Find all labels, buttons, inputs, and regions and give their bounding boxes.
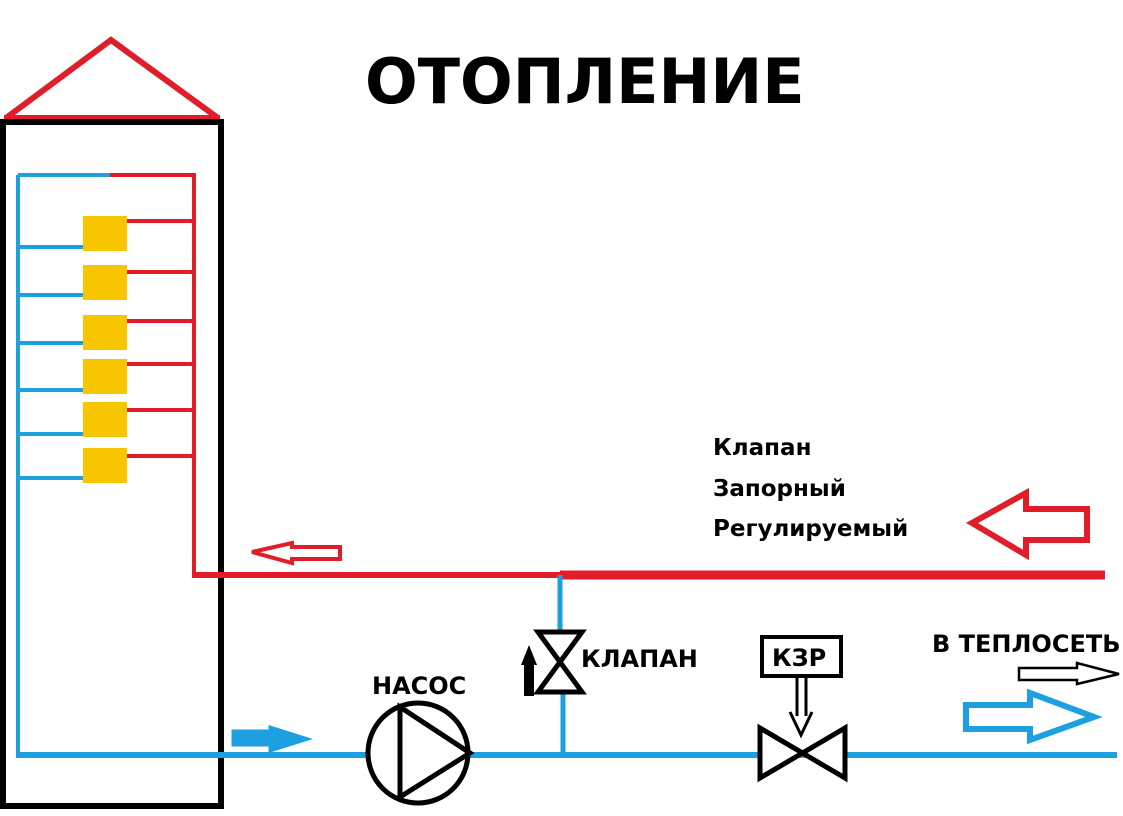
- pump-direction-icon: [397, 702, 475, 802]
- valve-note-line3: Регулируемый: [713, 516, 908, 542]
- pump-label: НАСОС: [372, 672, 466, 700]
- radiators: [83, 216, 127, 483]
- radiator: [83, 216, 127, 251]
- return-flow-arrow-small: [231, 724, 313, 754]
- heating-network-arrow: [1017, 661, 1120, 686]
- return-riser: [16, 173, 110, 757]
- radiator: [83, 315, 127, 350]
- radiator: [83, 402, 127, 437]
- diagram-title: ОТОПЛЕНИЕ: [365, 45, 805, 118]
- kzr-valve-icon: [757, 723, 848, 783]
- radiator: [83, 448, 127, 483]
- radiator: [83, 359, 127, 394]
- kzr-stem-arrow: [788, 676, 814, 739]
- return-flow-arrow-large: [963, 688, 1103, 745]
- radiator: [83, 265, 127, 300]
- supply-flow-arrow-small: [251, 540, 342, 566]
- supply-riser: [110, 173, 196, 575]
- kzr-label: КЗР: [772, 644, 826, 672]
- valve-note-line2: Запорный: [713, 476, 846, 502]
- kzr-actuator-box: [760, 635, 843, 678]
- bypass-flow-up-arrow: [521, 645, 537, 696]
- heating-network-label: В ТЕПЛОСЕТЬ: [932, 630, 1121, 658]
- valve-note-line1: Клапан: [713, 435, 811, 461]
- bypass-valve-icon: [533, 629, 587, 695]
- supply-flow-arrow-large: [965, 487, 1090, 561]
- valve-label: КЛАПАН: [581, 645, 698, 673]
- building-outline: [0, 119, 224, 809]
- building-roof: [4, 36, 220, 121]
